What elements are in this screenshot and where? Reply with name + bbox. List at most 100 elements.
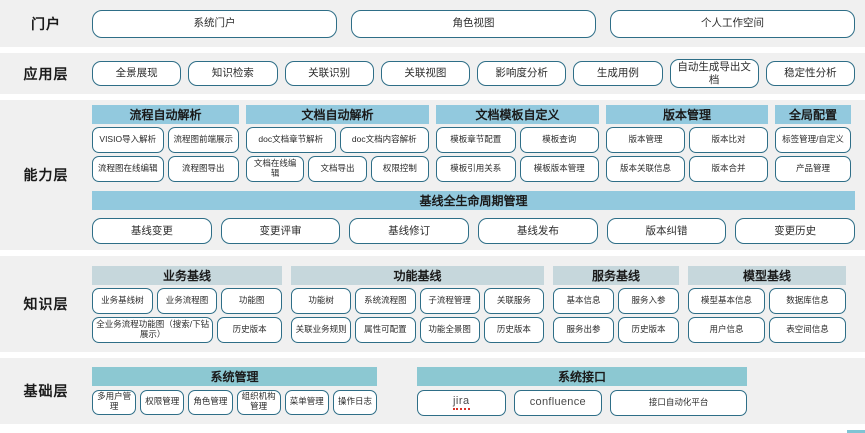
capability-group-3-row-1: 版本管理 版本比对 <box>606 127 768 153</box>
capability-item-2-1-1[interactable]: 模板查询 <box>519 127 599 153</box>
knowledge-item-2-2-0[interactable]: 服务出参 <box>553 316 614 343</box>
application-item-0[interactable]: 全景展现 <box>92 61 182 86</box>
portal-item-0[interactable]: 系统门户 <box>92 9 337 38</box>
knowledge-item-3-2-1[interactable]: 表空间信息 <box>769 316 846 343</box>
lifecycle-item-5[interactable]: 变更历史 <box>735 218 856 244</box>
portal-item-2[interactable]: 个人工作空间 <box>610 9 855 38</box>
capability-item-2-2-1[interactable]: 模板版本管理 <box>519 156 599 182</box>
capability-group-doc-parse: 文档自动解析 doc文档章节解析 doc文档内容解析 文档在线编辑 文档导出 权… <box>246 105 429 182</box>
application-item-2[interactable]: 关联识别 <box>284 61 374 86</box>
capability-item-1-1-1[interactable]: doc文档内容解析 <box>339 127 429 153</box>
capability-item-2-2-0[interactable]: 模板引用关系 <box>436 156 516 182</box>
knowledge-group-title-3: 模型基线 <box>688 265 846 285</box>
knowledge-group-1-row-1: 功能树 系统流程图 子流程管理 关联服务 <box>291 287 544 314</box>
portal-item-1[interactable]: 角色视图 <box>351 9 596 38</box>
knowledge-group-title-0: 业务基线 <box>92 265 282 285</box>
capability-item-1-2-1[interactable]: 文档导出 <box>308 156 367 182</box>
capability-group-global-config: 全局配置 标签管理/自定义 产品管理 <box>775 105 851 182</box>
foundation-item-1-0[interactable]: jira <box>417 389 506 416</box>
knowledge-item-0-1-1[interactable]: 业务流程图 <box>156 287 218 314</box>
lifecycle-item-4[interactable]: 版本纠错 <box>606 218 727 244</box>
capability-group-title-3: 版本管理 <box>606 105 768 124</box>
foundation-group-title-0: 系统管理 <box>92 366 377 386</box>
lifecycle-item-0[interactable]: 基线变更 <box>92 218 212 244</box>
foundation-item-1-1[interactable]: confluence <box>513 389 603 416</box>
foundation-item-0-1[interactable]: 权限管理 <box>140 389 185 415</box>
lifecycle-title: 基线全生命周期管理 <box>92 191 855 210</box>
capability-item-3-2-1[interactable]: 版本合并 <box>689 156 768 182</box>
layer-label-application: 应用层 <box>23 65 69 82</box>
application-item-7[interactable]: 稳定性分析 <box>765 61 855 86</box>
confluence-logo: confluence <box>529 396 586 409</box>
capability-groups: 流程自动解析 VISIO导入解析 流程图前端展示 流程图在线编辑 流程图导出 文… <box>92 105 855 182</box>
application-item-6[interactable]: 自动生成导出文档 <box>669 59 759 88</box>
knowledge-group-business-baseline: 业务基线 业务基线树 业务流程图 功能图 全业务流程功能图（搜索/下钻展示） 历… <box>92 265 283 343</box>
layer-body-application: 全景展现 知识检索 关联识别 关联视图 影响度分析 生成用例 自动生成导出文档 … <box>92 53 865 94</box>
foundation-item-0-2[interactable]: 角色管理 <box>188 389 233 415</box>
application-item-3[interactable]: 关联视图 <box>380 61 470 86</box>
capability-group-process-parse: 流程自动解析 VISIO导入解析 流程图前端展示 流程图在线编辑 流程图导出 <box>92 105 239 182</box>
layer-body-capability: 流程自动解析 VISIO导入解析 流程图前端展示 流程图在线编辑 流程图导出 文… <box>92 100 865 250</box>
knowledge-item-1-1-1[interactable]: 系统流程图 <box>355 287 416 314</box>
lifecycle-item-1[interactable]: 变更评审 <box>220 218 341 244</box>
capability-item-1-2-0[interactable]: 文档在线编辑 <box>246 156 305 182</box>
knowledge-item-2-1-1[interactable]: 服务入参 <box>618 287 679 314</box>
layer-body-foundation: 系统管理 多用户管理 权限管理 角色管理 组织机构管理 菜单管理 操作日志 系统… <box>92 358 865 424</box>
capability-group-4-row-1: 标签管理/自定义 <box>775 127 851 153</box>
capability-item-0-1-1[interactable]: 流程图前端展示 <box>167 127 239 153</box>
knowledge-group-title-1: 功能基线 <box>291 265 544 285</box>
knowledge-item-3-1-1[interactable]: 数据库信息 <box>769 287 846 314</box>
knowledge-group-2-row-2: 服务出参 历史版本 <box>553 316 679 343</box>
capability-group-title-1: 文档自动解析 <box>246 105 429 124</box>
capability-item-1-1-0[interactable]: doc文档章节解析 <box>246 127 336 153</box>
application-item-1[interactable]: 知识检索 <box>188 61 278 86</box>
knowledge-item-1-1-3[interactable]: 关联服务 <box>483 287 544 314</box>
knowledge-item-1-2-1[interactable]: 属性可配置 <box>355 316 416 343</box>
layer-label-knowledge: 知识层 <box>23 296 69 312</box>
application-item-5[interactable]: 生成用例 <box>573 61 663 86</box>
knowledge-item-0-2-0[interactable]: 全业务流程功能图（搜索/下钻展示） <box>92 316 214 343</box>
knowledge-group-service-baseline: 服务基线 基本信息 服务入参 服务出参 历史版本 <box>553 265 679 343</box>
capability-group-title-4: 全局配置 <box>775 105 851 124</box>
knowledge-groups: 业务基线 业务基线树 业务流程图 功能图 全业务流程功能图（搜索/下钻展示） 历… <box>92 265 855 343</box>
foundation-item-0-3[interactable]: 组织机构管理 <box>236 389 281 415</box>
knowledge-item-2-1-0[interactable]: 基本信息 <box>553 287 614 314</box>
capability-group-3-row-2: 版本关联信息 版本合并 <box>606 156 768 182</box>
knowledge-item-1-2-0[interactable]: 关联业务规则 <box>291 316 352 343</box>
knowledge-item-1-2-2[interactable]: 功能全景图 <box>419 316 480 343</box>
capability-item-3-2-0[interactable]: 版本关联信息 <box>606 156 685 182</box>
lifecycle-items: 基线变更 变更评审 基线修订 基线发布 版本纠错 变更历史 <box>92 218 856 244</box>
capability-group-4-row-2: 产品管理 <box>775 156 851 182</box>
foundation-item-0-4[interactable]: 菜单管理 <box>284 389 329 415</box>
capability-item-2-1-0[interactable]: 模板章节配置 <box>436 127 516 153</box>
knowledge-item-0-1-0[interactable]: 业务基线树 <box>92 287 153 314</box>
capability-item-3-1-0[interactable]: 版本管理 <box>606 127 685 153</box>
lifecycle-item-3[interactable]: 基线发布 <box>478 218 598 244</box>
knowledge-item-0-2-1[interactable]: 历史版本 <box>217 316 282 343</box>
knowledge-item-0-1-2[interactable]: 功能图 <box>221 287 283 314</box>
knowledge-group-0-row-1: 业务基线树 业务流程图 功能图 <box>92 287 283 314</box>
capability-item-0-2-0[interactable]: 流程图在线编辑 <box>92 156 164 182</box>
foundation-item-0-5[interactable]: 操作日志 <box>332 389 378 415</box>
capability-group-doc-template: 文档模板自定义 模板章节配置 模板查询 模板引用关系 模板版本管理 <box>436 105 599 182</box>
knowledge-group-model-baseline: 模型基线 模型基本信息 数据库信息 用户信息 表空间信息 <box>688 265 846 343</box>
foundation-item-0-0[interactable]: 多用户管理 <box>92 389 137 415</box>
capability-item-3-1-1[interactable]: 版本比对 <box>689 127 768 153</box>
knowledge-item-1-2-3[interactable]: 历史版本 <box>483 316 544 343</box>
capability-item-4-2-0[interactable]: 产品管理 <box>775 156 851 182</box>
knowledge-item-1-1-2[interactable]: 子流程管理 <box>419 287 480 314</box>
foundation-item-1-2[interactable]: 接口自动化平台 <box>610 389 748 416</box>
knowledge-item-3-2-0[interactable]: 用户信息 <box>688 316 765 343</box>
knowledge-item-2-2-1[interactable]: 历史版本 <box>618 316 679 343</box>
knowledge-item-3-1-0[interactable]: 模型基本信息 <box>688 287 765 314</box>
lifecycle-item-2[interactable]: 基线修订 <box>349 218 470 244</box>
capability-group-2-row-2: 模板引用关系 模板版本管理 <box>436 156 599 182</box>
capability-item-0-2-1[interactable]: 流程图导出 <box>167 156 239 182</box>
capability-item-0-1-0[interactable]: VISIO导入解析 <box>92 127 164 153</box>
knowledge-item-1-1-0[interactable]: 功能树 <box>291 287 352 314</box>
capability-item-1-2-2[interactable]: 权限控制 <box>370 156 429 182</box>
application-item-4[interactable]: 影响度分析 <box>477 61 567 86</box>
layer-application: 应用层 全景展现 知识检索 关联识别 关联视图 影响度分析 生成用例 自动生成导… <box>0 53 865 94</box>
capability-item-4-1-0[interactable]: 标签管理/自定义 <box>775 127 851 153</box>
